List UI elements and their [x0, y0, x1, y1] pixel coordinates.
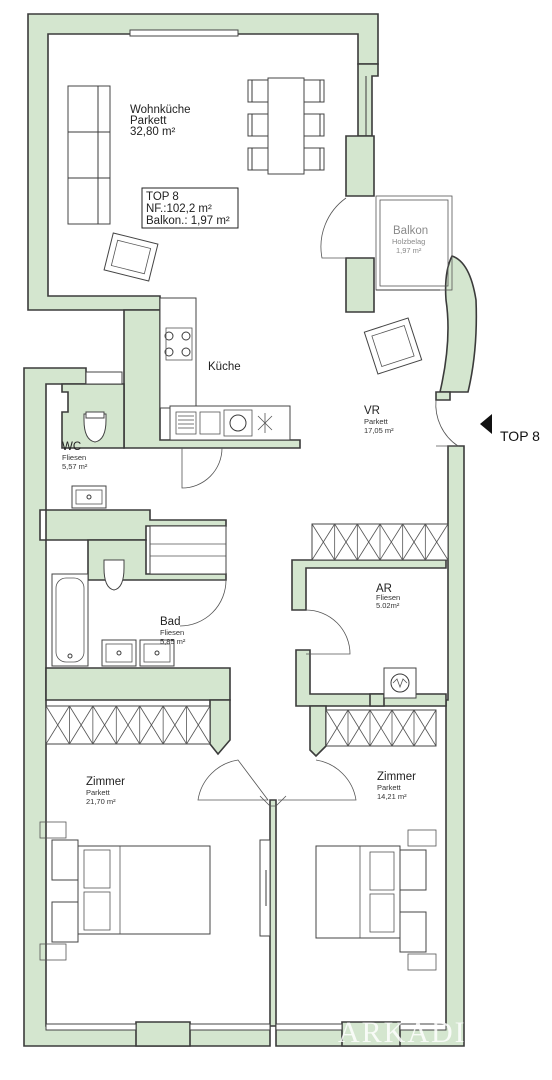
room-ar-area: 5.02m²	[376, 601, 400, 610]
bathroom-fixtures	[51, 525, 227, 667]
entrance-marker: TOP 8	[480, 414, 540, 444]
windows	[45, 29, 447, 1031]
room-balkon-floor: Holzbelag	[392, 237, 425, 246]
room-wc-name: WC	[62, 441, 81, 453]
room-bad-area: 5,85 m²	[160, 637, 186, 646]
room-zimmer1-name: Zimmer	[86, 776, 125, 788]
storage-fixtures	[383, 667, 417, 699]
wc-fixtures	[71, 411, 107, 509]
bed-zimmer-1	[39, 821, 211, 961]
room-wc-floor: Fliesen	[62, 453, 86, 462]
room-vr-area: 17,05 m²	[364, 426, 394, 435]
bed-zimmer-2	[315, 829, 437, 971]
room-zimmer2-floor: Parkett	[377, 783, 402, 792]
room-wohnkueche-floor: Parkett	[130, 115, 167, 127]
room-wc-area: 5,57 m²	[62, 462, 88, 471]
room-ar-name: AR	[376, 583, 392, 595]
room-balkon-area: 1,97 m²	[396, 246, 422, 255]
wardrobes	[45, 523, 449, 747]
room-wohnkueche-name: Wohnküche	[130, 104, 191, 116]
room-kueche-name: Küche	[208, 361, 241, 373]
unit-balcony: Balkon.: 1,97 m²	[146, 215, 230, 227]
furniture-living	[67, 77, 423, 375]
room-zimmer1-area: 21,70 m²	[86, 797, 116, 806]
room-bad-name: Bad	[160, 616, 180, 628]
room-zimmer2-name: Zimmer	[377, 771, 416, 783]
room-zimmer2-area: 14,21 m²	[377, 792, 407, 801]
center-cabinet	[259, 839, 271, 937]
balcony	[320, 195, 453, 291]
room-bad-floor: Fliesen	[160, 628, 184, 637]
unit-info-box: TOP 8 NF.:102,2 m² Balkon.: 1,97 m²	[141, 187, 239, 229]
entrance-arrow-icon	[480, 414, 492, 434]
room-balkon-name: Balkon	[393, 225, 428, 237]
unit-name: TOP 8	[146, 191, 179, 203]
room-zimmer1-floor: Parkett	[86, 788, 111, 797]
doors	[179, 399, 460, 807]
room-vr-name: VR	[364, 405, 380, 417]
entrance-label: TOP 8	[500, 428, 540, 444]
room-wohnkueche-area: 32,80 m²	[130, 126, 176, 138]
unit-nf: NF.:102,2 m²	[146, 203, 212, 215]
kitchen	[159, 297, 291, 441]
room-labels: Wohnküche Parkett 32,80 m² Küche Balkon …	[62, 104, 428, 806]
room-ar-floor: Fliesen	[376, 593, 400, 602]
room-vr-floor: Parkett	[364, 417, 389, 426]
watermark: ARKADIA	[338, 1016, 490, 1049]
